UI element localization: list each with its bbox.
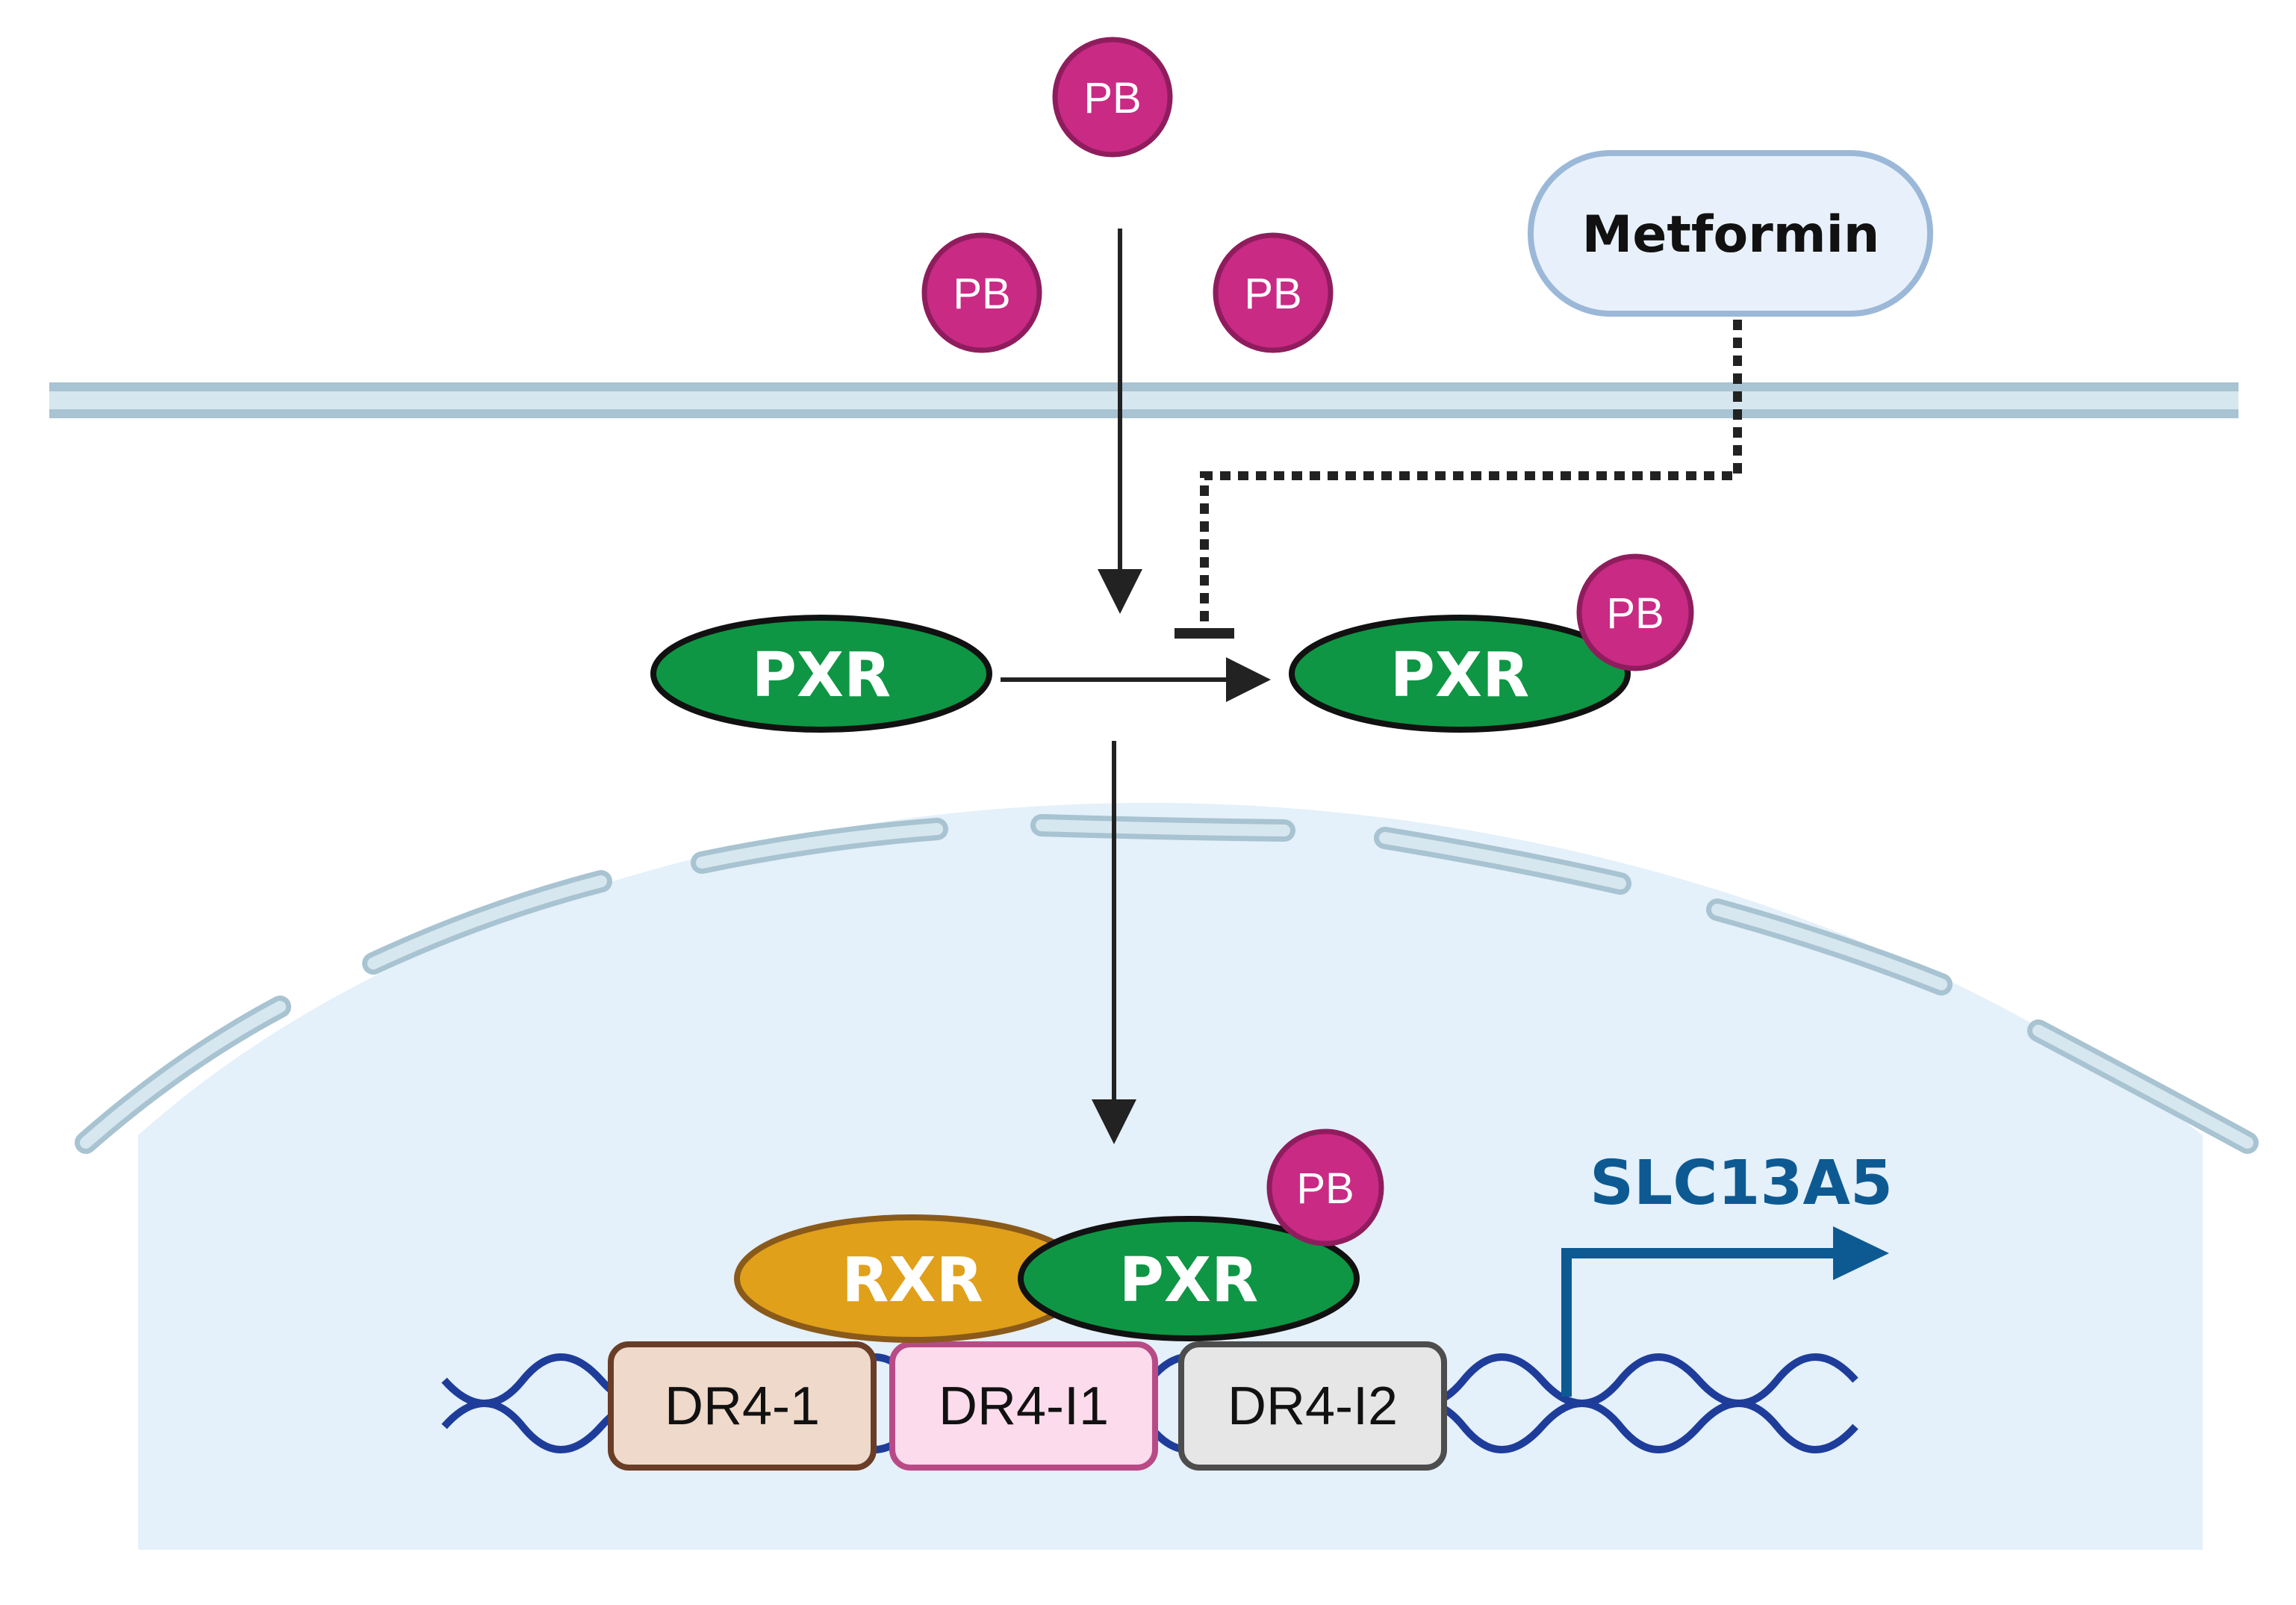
svg-text:PXR: PXR: [1119, 1245, 1258, 1316]
svg-text:PXR: PXR: [752, 640, 891, 711]
response-element-dr4-i1: DR4-I1: [889, 1341, 1158, 1471]
svg-text:Metformin: Metformin: [1582, 205, 1880, 264]
response-element-dr4-i2: DR4-I2: [1178, 1341, 1447, 1471]
svg-text:PB: PB: [1083, 74, 1141, 122]
svg-text:DR4-1: DR4-1: [665, 1376, 820, 1436]
metformin-node: Metformin: [1528, 150, 1933, 317]
response-element-dr4-1: DR4-1: [608, 1341, 877, 1471]
pb-molecule-right: PB: [1213, 232, 1334, 353]
pb-molecule-left: PB: [921, 232, 1042, 353]
pxr-pb-complex: PXR PB: [1289, 553, 1694, 733]
svg-text:PB: PB: [1244, 270, 1301, 318]
rxr-receptor: RXR: [734, 1214, 1091, 1343]
nucleus: [138, 803, 2203, 1550]
svg-text:PB: PB: [1296, 1164, 1354, 1213]
metformin-inhibition-line: [1200, 320, 1742, 626]
svg-text:PXR: PXR: [1390, 640, 1529, 711]
transcription-start-arrow: [1561, 1248, 1837, 1397]
pb-molecule-nuclear: PB: [1266, 1129, 1384, 1247]
cell-membrane: [49, 382, 2239, 418]
svg-text:PB: PB: [1606, 589, 1664, 638]
svg-text:PB: PB: [953, 270, 1010, 318]
pxr-bound-receptor: PXR: [1018, 1216, 1360, 1341]
svg-text:DR4-I2: DR4-I2: [1228, 1376, 1398, 1436]
svg-text:RXR: RXR: [841, 1245, 983, 1316]
pxr-unbound: PXR: [650, 615, 992, 733]
svg-text:DR4-I1: DR4-I1: [939, 1376, 1109, 1436]
target-gene-label: SLC13A5: [1590, 1148, 1893, 1219]
pb-molecule-top: PB: [1052, 37, 1173, 158]
